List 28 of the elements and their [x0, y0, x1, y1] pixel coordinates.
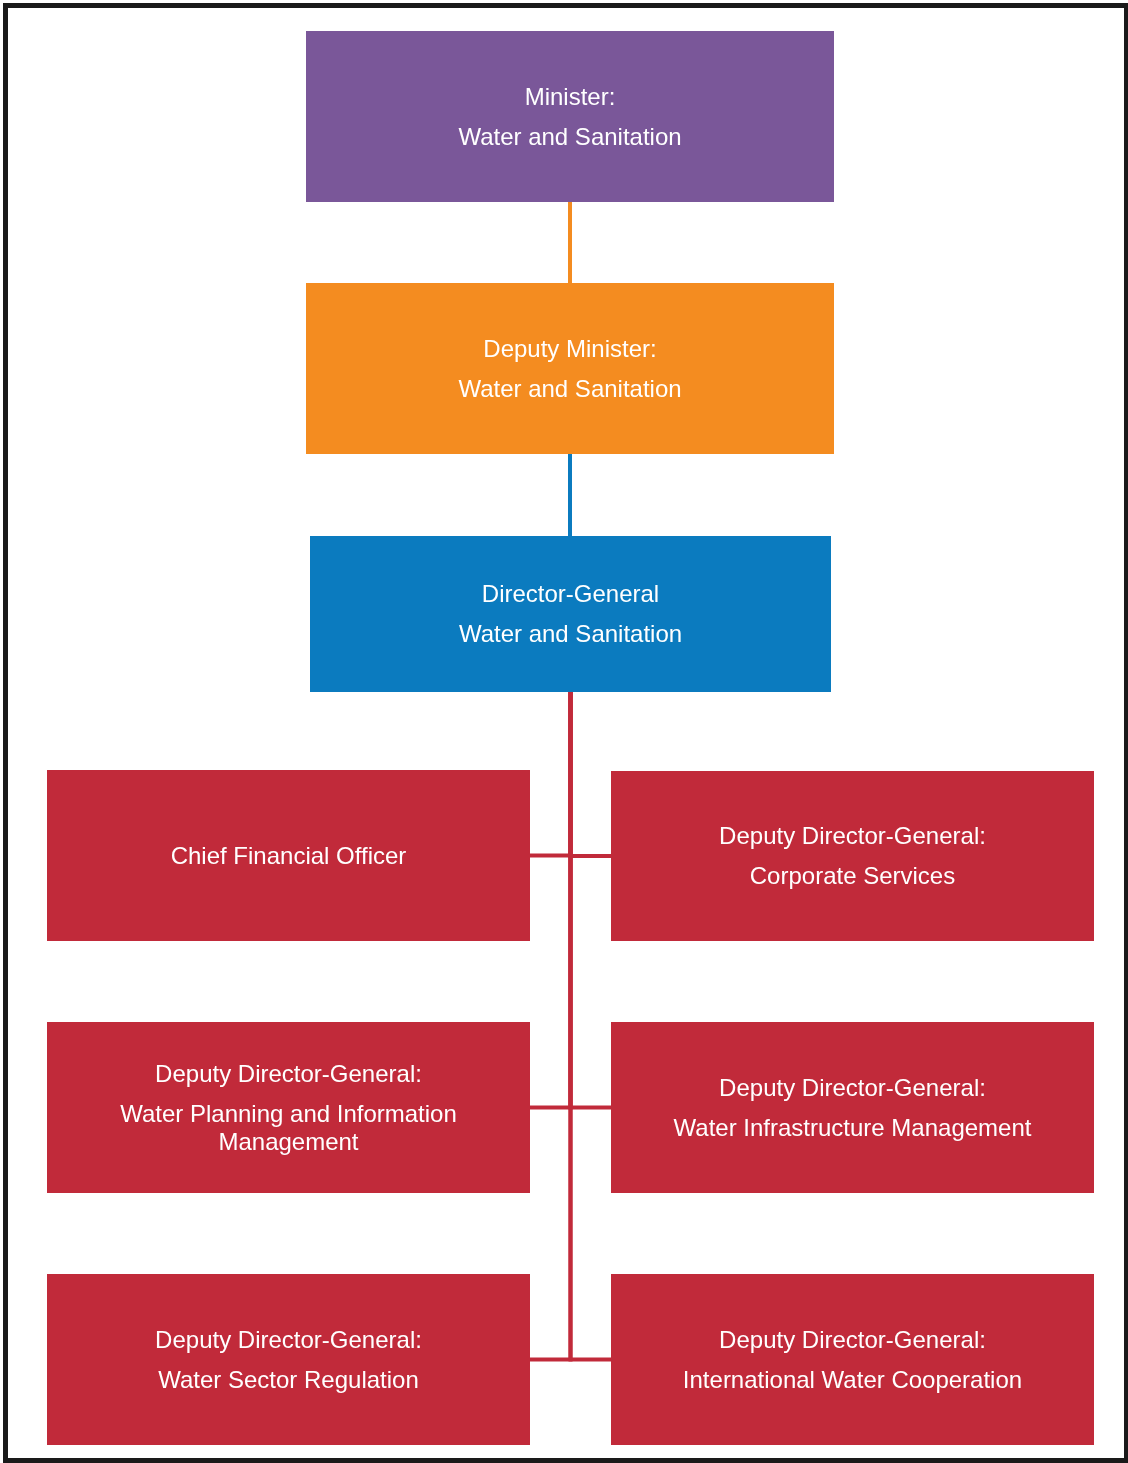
box-subtitle: Water and Sanitation — [458, 374, 682, 403]
box-subtitle: Water Infrastructure Management — [673, 1113, 1032, 1142]
box-title: Deputy Minister: — [483, 334, 657, 363]
org-box — [310, 536, 831, 692]
org-box — [611, 1022, 1094, 1193]
org-box — [47, 770, 530, 941]
box-subtitle: Water Planning and Information Management — [119, 1099, 458, 1156]
org-box — [306, 31, 834, 202]
org-box — [611, 1274, 1094, 1445]
connector-line — [568, 202, 572, 283]
box-subtitle: Water Sector Regulation — [158, 1365, 419, 1394]
box-title: Deputy Director-General: — [719, 1073, 986, 1102]
box-subtitle: International Water Cooperation — [682, 1365, 1023, 1394]
box-subtitle: Corporate Services — [749, 862, 956, 890]
org-box — [47, 1022, 530, 1193]
box-title: Deputy Director-General: — [155, 1059, 422, 1088]
connector-line — [568, 454, 572, 536]
box-title: Deputy Director-General: — [719, 822, 986, 850]
box-title: Deputy Director-General: — [719, 1325, 986, 1354]
org-box — [306, 283, 834, 454]
box-subtitle: Water and Sanitation — [458, 620, 683, 648]
box-title: Director-General — [481, 580, 660, 608]
org-box — [611, 771, 1094, 941]
box-title: Deputy Director-General: — [155, 1325, 422, 1354]
box-title: Chief Financial Officer — [170, 841, 407, 870]
org-box — [47, 1274, 530, 1445]
box-title: Minister: — [524, 82, 616, 111]
box-subtitle: Water and Sanitation — [458, 122, 682, 151]
